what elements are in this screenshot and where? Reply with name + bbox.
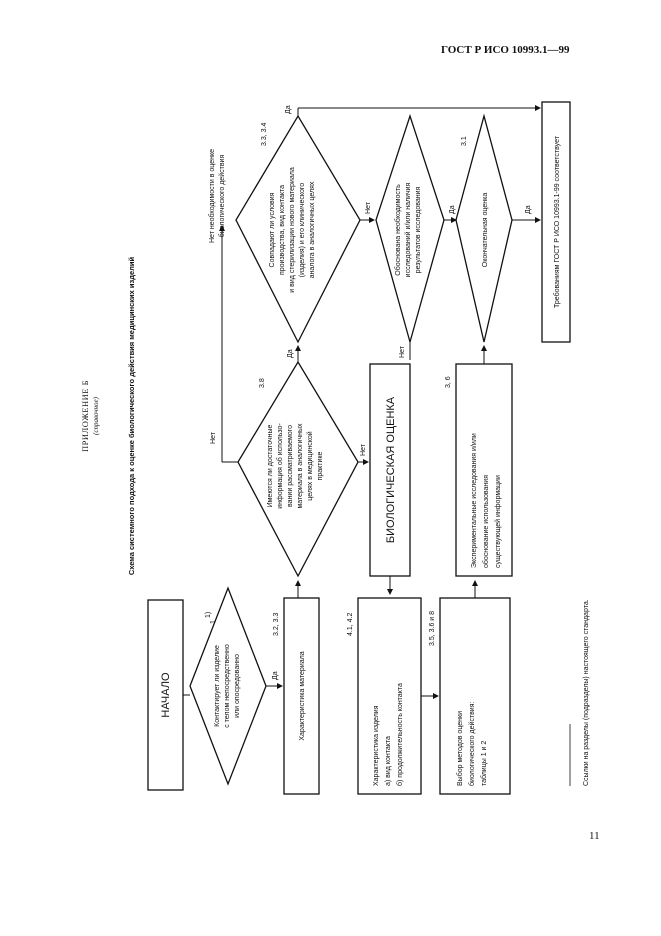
ref-7: 3, 6 xyxy=(445,376,452,388)
page-number: 11 xyxy=(589,830,600,842)
decision-info-line-1: Имеются ли достаточные xyxy=(267,425,274,508)
decision-final-evaluation-diamond xyxy=(455,113,513,343)
decision-contact-line-2: с телом непосредственно xyxy=(224,644,231,728)
d3-no-label: Нет xyxy=(365,201,372,214)
d4-no-label: Нет xyxy=(399,345,406,358)
ref-4: 3.3, 3.4 xyxy=(261,123,268,146)
product-char-line-1: Характеристика изделия xyxy=(373,705,380,786)
start-box-label: НАЧАЛО xyxy=(160,672,172,718)
decision-match-line-5: аналога в аналогичных целях xyxy=(309,181,316,278)
method-select-line-2: биологического действия: xyxy=(468,701,476,786)
ref-2: 3.2, 3.3 xyxy=(273,613,280,636)
decision-contact-line-3: или опосредованно xyxy=(234,654,241,718)
experimental-line-3: существующей информации xyxy=(494,475,502,568)
d2-no-down-label: Нет xyxy=(360,443,367,456)
d2-no-label: Нет xyxy=(210,431,217,444)
decision-info-line-6: практике xyxy=(317,451,324,480)
decision-match-line-3: и вид стерилизации нового материала xyxy=(289,167,296,293)
decision-info-line-5: целях в медицинской xyxy=(306,431,314,500)
ref-3: 3.8 xyxy=(259,378,266,388)
requirements-box xyxy=(541,101,571,343)
decision-info-line-4: материала в аналогичных xyxy=(297,423,304,509)
footnote-text: Ссылки на разделы (подразделы) настоящег… xyxy=(583,599,590,786)
no-need-note-line-2: биологического действия xyxy=(218,155,226,238)
decision-final-line-1: Окончательная оценка xyxy=(482,193,489,268)
d1-yes-label: Да xyxy=(272,671,279,680)
method-select-line-1: Выбор методов оценки xyxy=(456,711,464,786)
ref-1-sup: 1) xyxy=(205,612,212,618)
decision-match-line-2: производства, вид контакта xyxy=(279,185,286,275)
d4-yes-label: Да xyxy=(449,205,456,214)
product-char-line-3: б) продолжительность контакта xyxy=(396,683,404,786)
appendix-subtitle: (справочное) xyxy=(92,396,100,435)
decision-match-line-4: (изделия) и его клинического xyxy=(299,183,306,277)
experimental-line-1: Экспериментальные исследования и/или xyxy=(471,433,478,568)
ref-6: 3.5, 3.6 и 8 xyxy=(429,611,436,646)
product-char-line-2: а) вид контакта xyxy=(385,736,392,786)
decision-research-line-1: Обоснована необходимость xyxy=(394,184,402,276)
decision-info-line-2: информация об использо- xyxy=(276,423,284,509)
material-characteristic-label: Характеристика материала xyxy=(299,651,306,740)
d2-yes-label: Да xyxy=(287,349,294,358)
d3-yes-label: Да xyxy=(285,105,292,114)
decision-match-line-1: Совпадают ли условия xyxy=(269,192,276,267)
ref-8: 3.1 xyxy=(461,136,468,146)
appendix-title: ПРИЛОЖЕНИЕ Б xyxy=(80,380,90,452)
ref-1: 1 xyxy=(210,620,217,624)
requirements-label: Требованиям ГОСТ Р ИСО 10993.1-99 соотве… xyxy=(553,135,561,308)
decision-research-line-2: исследований и/или наличия xyxy=(404,182,412,277)
decision-contact-line-1: Контактирует ли изделие xyxy=(214,645,221,727)
decision-research-line-3: результатов исследования xyxy=(415,186,422,273)
no-need-note-line-1: Нет необходимости в оценке xyxy=(208,149,216,243)
method-select-line-3: таблицы 1 и 2 xyxy=(480,741,488,786)
ref-5: 4.1, 4.2 xyxy=(347,613,354,636)
decision-research-needed-diamond xyxy=(375,113,445,345)
material-characteristic-box xyxy=(283,597,320,795)
scheme-title: Схема системного подхода к оценке биолог… xyxy=(127,256,136,575)
decision-info-line-3: вании рассматриваемого xyxy=(287,425,294,507)
d5-yes-label: Да xyxy=(525,205,532,214)
decision-conditions-match-diamond xyxy=(235,114,361,344)
experimental-line-2: обоснование использования xyxy=(482,475,490,568)
biological-evaluation-label: БИОЛОГИЧЕСКАЯ ОЦЕНКА xyxy=(385,396,397,543)
document-header: ГОСТ Р ИСО 10993.1—99 xyxy=(441,44,570,56)
